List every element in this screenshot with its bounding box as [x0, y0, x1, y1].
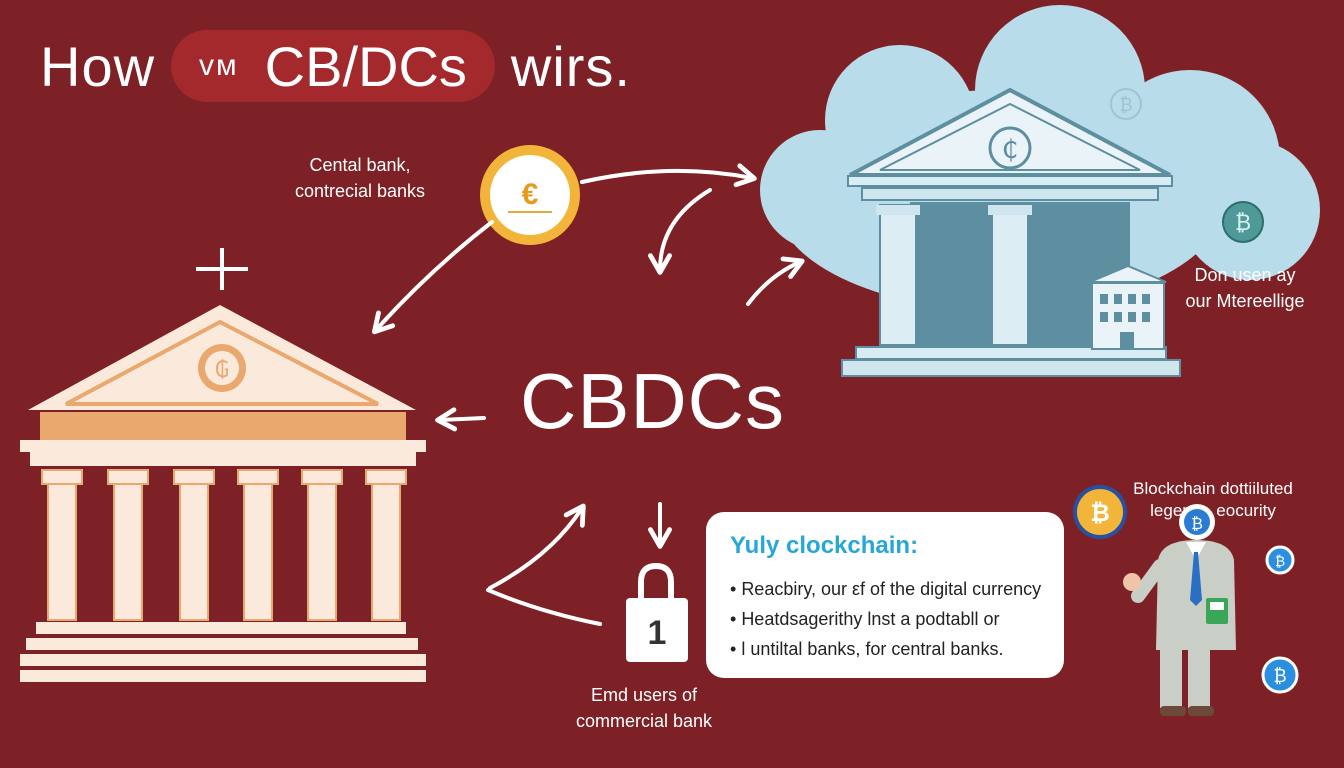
blockchain-note-line1: Blockchain dottiiluted: [1133, 479, 1293, 498]
coin-symbol-cloud-top: ₿: [1119, 95, 1132, 116]
page-title: How vм CB/DCs wirs.: [40, 28, 631, 104]
coin-symbol-gold: ₿: [1090, 499, 1110, 527]
cbdcs-center-label: CBDCs: [520, 357, 786, 445]
arrow-coin-to-cloud: [580, 163, 757, 188]
arrow-curve-from-lock: [486, 588, 602, 626]
euro-coin-icon: €: [480, 145, 580, 245]
info-box-item: Reacbiry, our εf of the digital currency: [730, 574, 1041, 604]
person-figure-icon: ₿: [1123, 504, 1236, 716]
end-users-note-line2: commercial bank: [575, 711, 713, 731]
commercial-bank-building-icon: ₲: [20, 248, 426, 682]
central-bank-note: Cental bank, contrecial banks: [270, 152, 450, 204]
blockchain-note-line2: leger eocurity: [1150, 501, 1276, 520]
right-note-line2: our Mtereellige: [1185, 291, 1305, 311]
bitcoin-icon-cloud-right: ₿: [1222, 201, 1264, 243]
coin-symbol-cloud-right: ₿: [1235, 211, 1251, 236]
blockchain-note: Blockchain dottiiluted leger eocurity: [1128, 478, 1298, 522]
title-pill-small: vм: [199, 49, 239, 82]
end-users-note: Emd users of commercial bank: [562, 682, 726, 734]
central-bank-building-icon: ₵: [841, 87, 1181, 377]
end-users-note-line1: Emd users of: [590, 685, 698, 705]
bitcoin-icon-cloud-top: ₿: [1110, 88, 1142, 120]
info-box-list: Reacbiry, our εf of the digital currency…: [730, 574, 1041, 664]
pediment-symbol-left: ₲: [215, 358, 229, 383]
coin-symbol-head: ₿: [1191, 514, 1203, 533]
info-box-item: Heatdsagerithy lnst a podtabll or: [730, 604, 1040, 634]
arrow-cbdc-to-left-bank: [435, 407, 486, 432]
info-box-title: Yuly clockchain:: [730, 532, 919, 559]
bitcoin-gold-coin-icon: ₿: [1073, 485, 1127, 539]
central-bank-note-line2: contrecial banks: [294, 181, 426, 201]
blockchain-info-box: Yuly clockchain: Reacbiry, our εf of the…: [706, 512, 1064, 678]
title-pill-main: CB/DCs: [264, 34, 467, 98]
title-word-right: wirs.: [510, 34, 631, 98]
bitcoin-blue-coin-small-icon: ₿: [1265, 545, 1295, 575]
central-bank-note-line1: Cental bank,: [309, 155, 411, 175]
arrow-up-curve: [488, 503, 586, 590]
arrow-curve-down: [648, 188, 712, 275]
arrow-coin-to-left-bank: [371, 220, 494, 335]
title-pill: vм CB/DCs: [171, 30, 495, 102]
lock-icon: 1: [626, 562, 688, 662]
right-note-line1: Don usen ay: [1194, 265, 1296, 285]
coin-symbol-blue-large: ₿: [1273, 666, 1286, 687]
info-box-item: l untiltal banks, for central banks.: [730, 634, 1040, 664]
arrow-to-cloud-building: [746, 256, 805, 306]
right-note: Don usen ay our Mtereellige: [1170, 262, 1320, 314]
lock-label: 1: [648, 614, 667, 652]
coin-label: €: [522, 178, 539, 211]
title-word-left: How: [40, 34, 156, 98]
bitcoin-blue-coin-large-icon: ₿: [1261, 656, 1299, 694]
coin-symbol-blue-small: ₿: [1275, 554, 1285, 570]
pediment-symbol-right: ₵: [1002, 135, 1019, 165]
